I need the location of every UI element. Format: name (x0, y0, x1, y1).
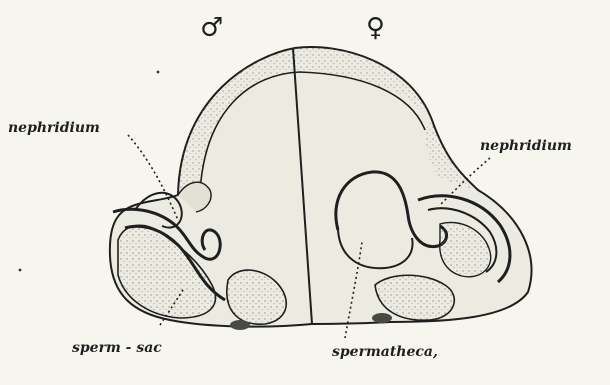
female-symbol-label: ♀ (366, 13, 385, 43)
ganglion-left (230, 320, 250, 330)
speck (157, 71, 160, 74)
speck (19, 269, 22, 272)
spermatheca-label: spermatheca, (332, 344, 438, 360)
nephridium-right-label: nephridium (480, 138, 572, 154)
ganglion-right (372, 313, 392, 323)
nephridium-left-label: nephridium (8, 120, 100, 136)
sperm-sac-label: sperm - sac (72, 340, 162, 356)
male-symbol-label: ♂ (200, 13, 223, 43)
